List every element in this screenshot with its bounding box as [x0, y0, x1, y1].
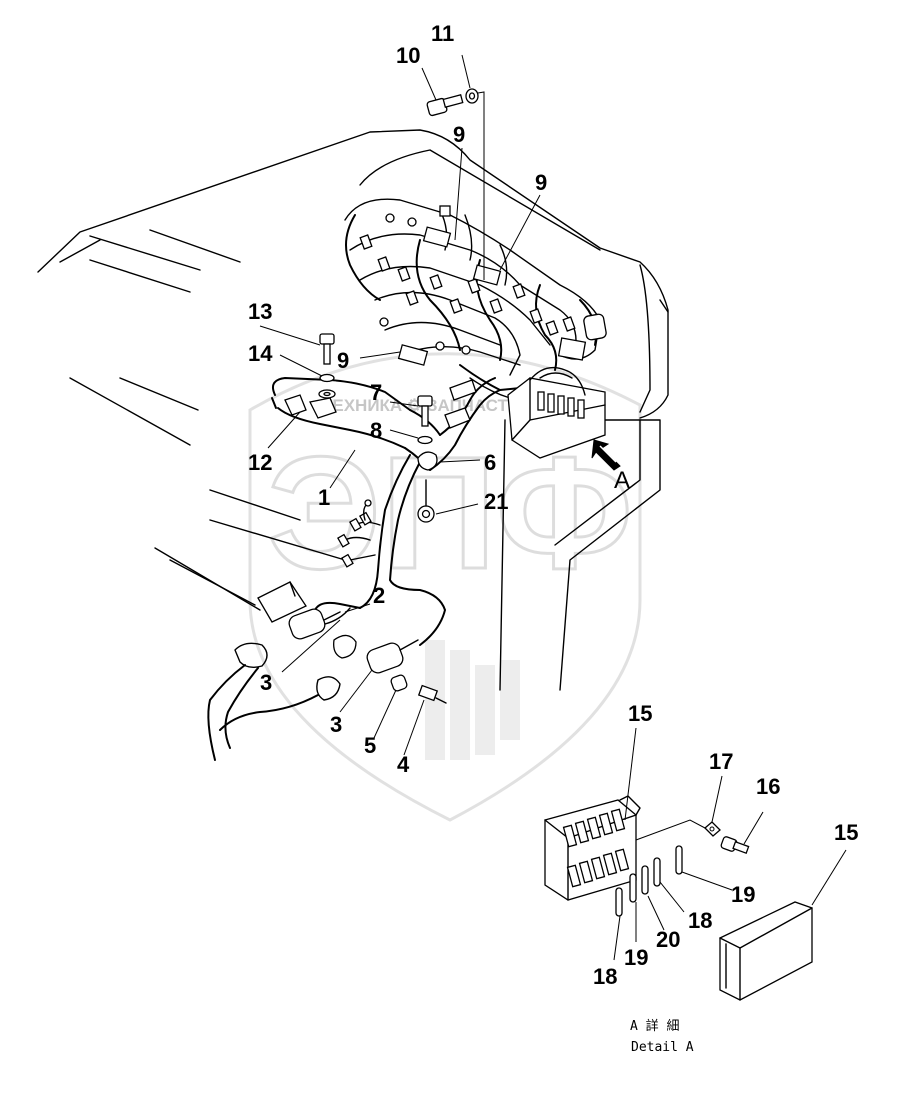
detail-caption-jp: A 詳 細: [630, 1018, 679, 1034]
callout-2: 2: [373, 583, 385, 608]
callout-4: 4: [397, 752, 410, 777]
watermark-letters: ЭПФ: [267, 423, 632, 602]
bolt-7-washer-8: [417, 395, 433, 445]
callout-1: 1: [318, 485, 330, 510]
callout-3-upper: 3: [260, 670, 272, 695]
callout-6: 6: [484, 450, 496, 475]
callout-17: 17: [709, 749, 733, 774]
watermark-logo: ТЕХНИКА ⚙ ЗАПЧАСТИ ЭПФ: [248, 352, 642, 822]
leader-lines: [259, 54, 847, 961]
detail-a-fuses: [615, 845, 683, 917]
callout-9-left: 9: [337, 348, 349, 373]
callout-11: 11: [431, 21, 454, 46]
callout-18-left: 18: [593, 964, 617, 989]
callout-10: 10: [396, 43, 420, 68]
bolt-10-washer-11: [426, 88, 485, 280]
detail-a-fuse-box: [544, 795, 641, 901]
machine-body: [37, 129, 669, 691]
callout-3-lower: 3: [330, 712, 342, 737]
sensor-parts: [207, 581, 447, 761]
view-label-a: A: [614, 467, 630, 494]
engine-harness: [344, 198, 607, 399]
callout-labels: 10 11 9 9 9 13 14 7 8 12 6 1 21 2 3 3 5 …: [248, 21, 858, 989]
callout-8: 8: [370, 418, 382, 443]
main-cable-harness: [271, 377, 501, 646]
callout-15-cover: 15: [834, 820, 858, 845]
callout-14: 14: [248, 341, 273, 366]
callout-20: 20: [656, 927, 680, 952]
detail-a-cover: [719, 901, 813, 1001]
fuse-box-assembly: [507, 366, 606, 459]
detail-caption-en: Detail A: [631, 1040, 694, 1055]
callout-9-top: 9: [453, 122, 465, 147]
bolt-13-washer-14: [318, 333, 336, 399]
callout-12: 12: [248, 450, 272, 475]
clamp-parts: [284, 379, 477, 523]
callout-21: 21: [484, 489, 508, 514]
view-arrow-a: [591, 439, 621, 471]
callout-7: 7: [370, 380, 382, 405]
detail-a-screw-16-washer-17: [635, 819, 750, 854]
callout-16: 16: [756, 774, 780, 799]
callout-15-box: 15: [628, 701, 652, 726]
callout-19-right: 19: [731, 882, 755, 907]
callout-5: 5: [364, 733, 376, 758]
callout-13: 13: [248, 299, 272, 324]
callout-9-right: 9: [535, 170, 547, 195]
callout-19-left: 19: [624, 945, 648, 970]
callout-18-right: 18: [688, 908, 712, 933]
